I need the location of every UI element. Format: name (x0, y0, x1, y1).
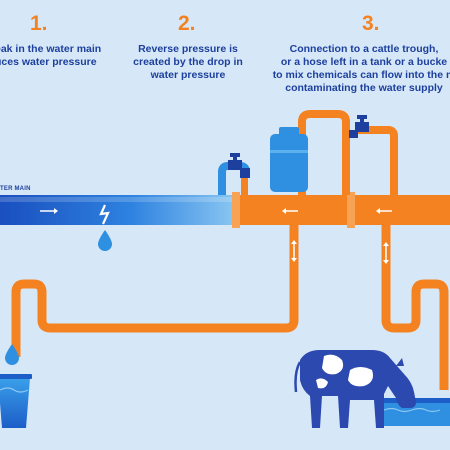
water-main-label: TER MAIN (0, 186, 31, 192)
pipe-joint-1 (232, 192, 240, 228)
step-1-text: eak in the water main uces water pressur… (0, 43, 101, 69)
flow-arrow-vertical-1 (291, 240, 297, 262)
step-1-line-2: uces water pressure (0, 56, 97, 68)
trough-water (383, 407, 441, 413)
step-1-line-1: eak in the water main (0, 43, 102, 55)
faucet-1-stem (233, 156, 237, 161)
faucet-2-body (355, 122, 369, 132)
right-pipe-to-trough (381, 222, 449, 390)
step-3-line-2: or a hose left in a tank or a bucke (280, 56, 448, 68)
faucet-2-pipe (358, 126, 398, 195)
faucet-1-body (228, 160, 242, 170)
bucket-rim (0, 374, 32, 379)
pipe-joint-2 (347, 192, 355, 228)
water-main-pipe (0, 195, 238, 225)
faucet-1-spout (240, 168, 250, 178)
cow-icon (294, 350, 416, 428)
left-pipe-loop (11, 222, 299, 357)
step-3-line-1: Connection to a cattle trough, (289, 43, 439, 55)
step-1-number: 1. (30, 12, 48, 35)
faucet-2-handle (357, 115, 367, 119)
tank-band (270, 150, 308, 153)
water-main-highlight (0, 197, 238, 202)
step-2-line-2: created by the drop in (133, 56, 243, 68)
faucet-1-drop (241, 178, 248, 195)
chemical-tank (270, 134, 308, 192)
step-3-number: 3. (362, 12, 380, 35)
leak-crack-icon (99, 204, 110, 225)
leak-drop-icon (98, 230, 112, 251)
step-3-text: Connection to a cattle trough, or a hose… (264, 43, 450, 95)
flow-arrow-left-2 (376, 208, 392, 214)
step-2-line-1: Reverse pressure is (138, 43, 238, 55)
bucket-drop-icon (5, 344, 19, 365)
step-2-text: Reverse pressure is created by the drop … (128, 43, 248, 82)
flow-arrow-left-1 (282, 208, 298, 214)
step-2-line-3: water pressure (150, 69, 226, 81)
faucet-1-handle (230, 153, 240, 157)
bucket (0, 378, 30, 428)
backflow-pipe (238, 195, 450, 225)
faucet-2-spout (349, 130, 358, 138)
step-3-line-3: to mix chemicals can flow into the m (272, 69, 450, 81)
bucket-water-line (0, 387, 29, 393)
step-3-line-4: contaminating the water supply (285, 82, 443, 94)
faucet-2-stem (360, 118, 364, 123)
tank-cap (279, 127, 299, 136)
step-2-number: 2. (178, 12, 196, 35)
flow-arrow-vertical-2 (383, 242, 389, 264)
flow-arrow-right (40, 208, 58, 214)
trough (380, 402, 450, 426)
tank-pipe (298, 110, 350, 195)
